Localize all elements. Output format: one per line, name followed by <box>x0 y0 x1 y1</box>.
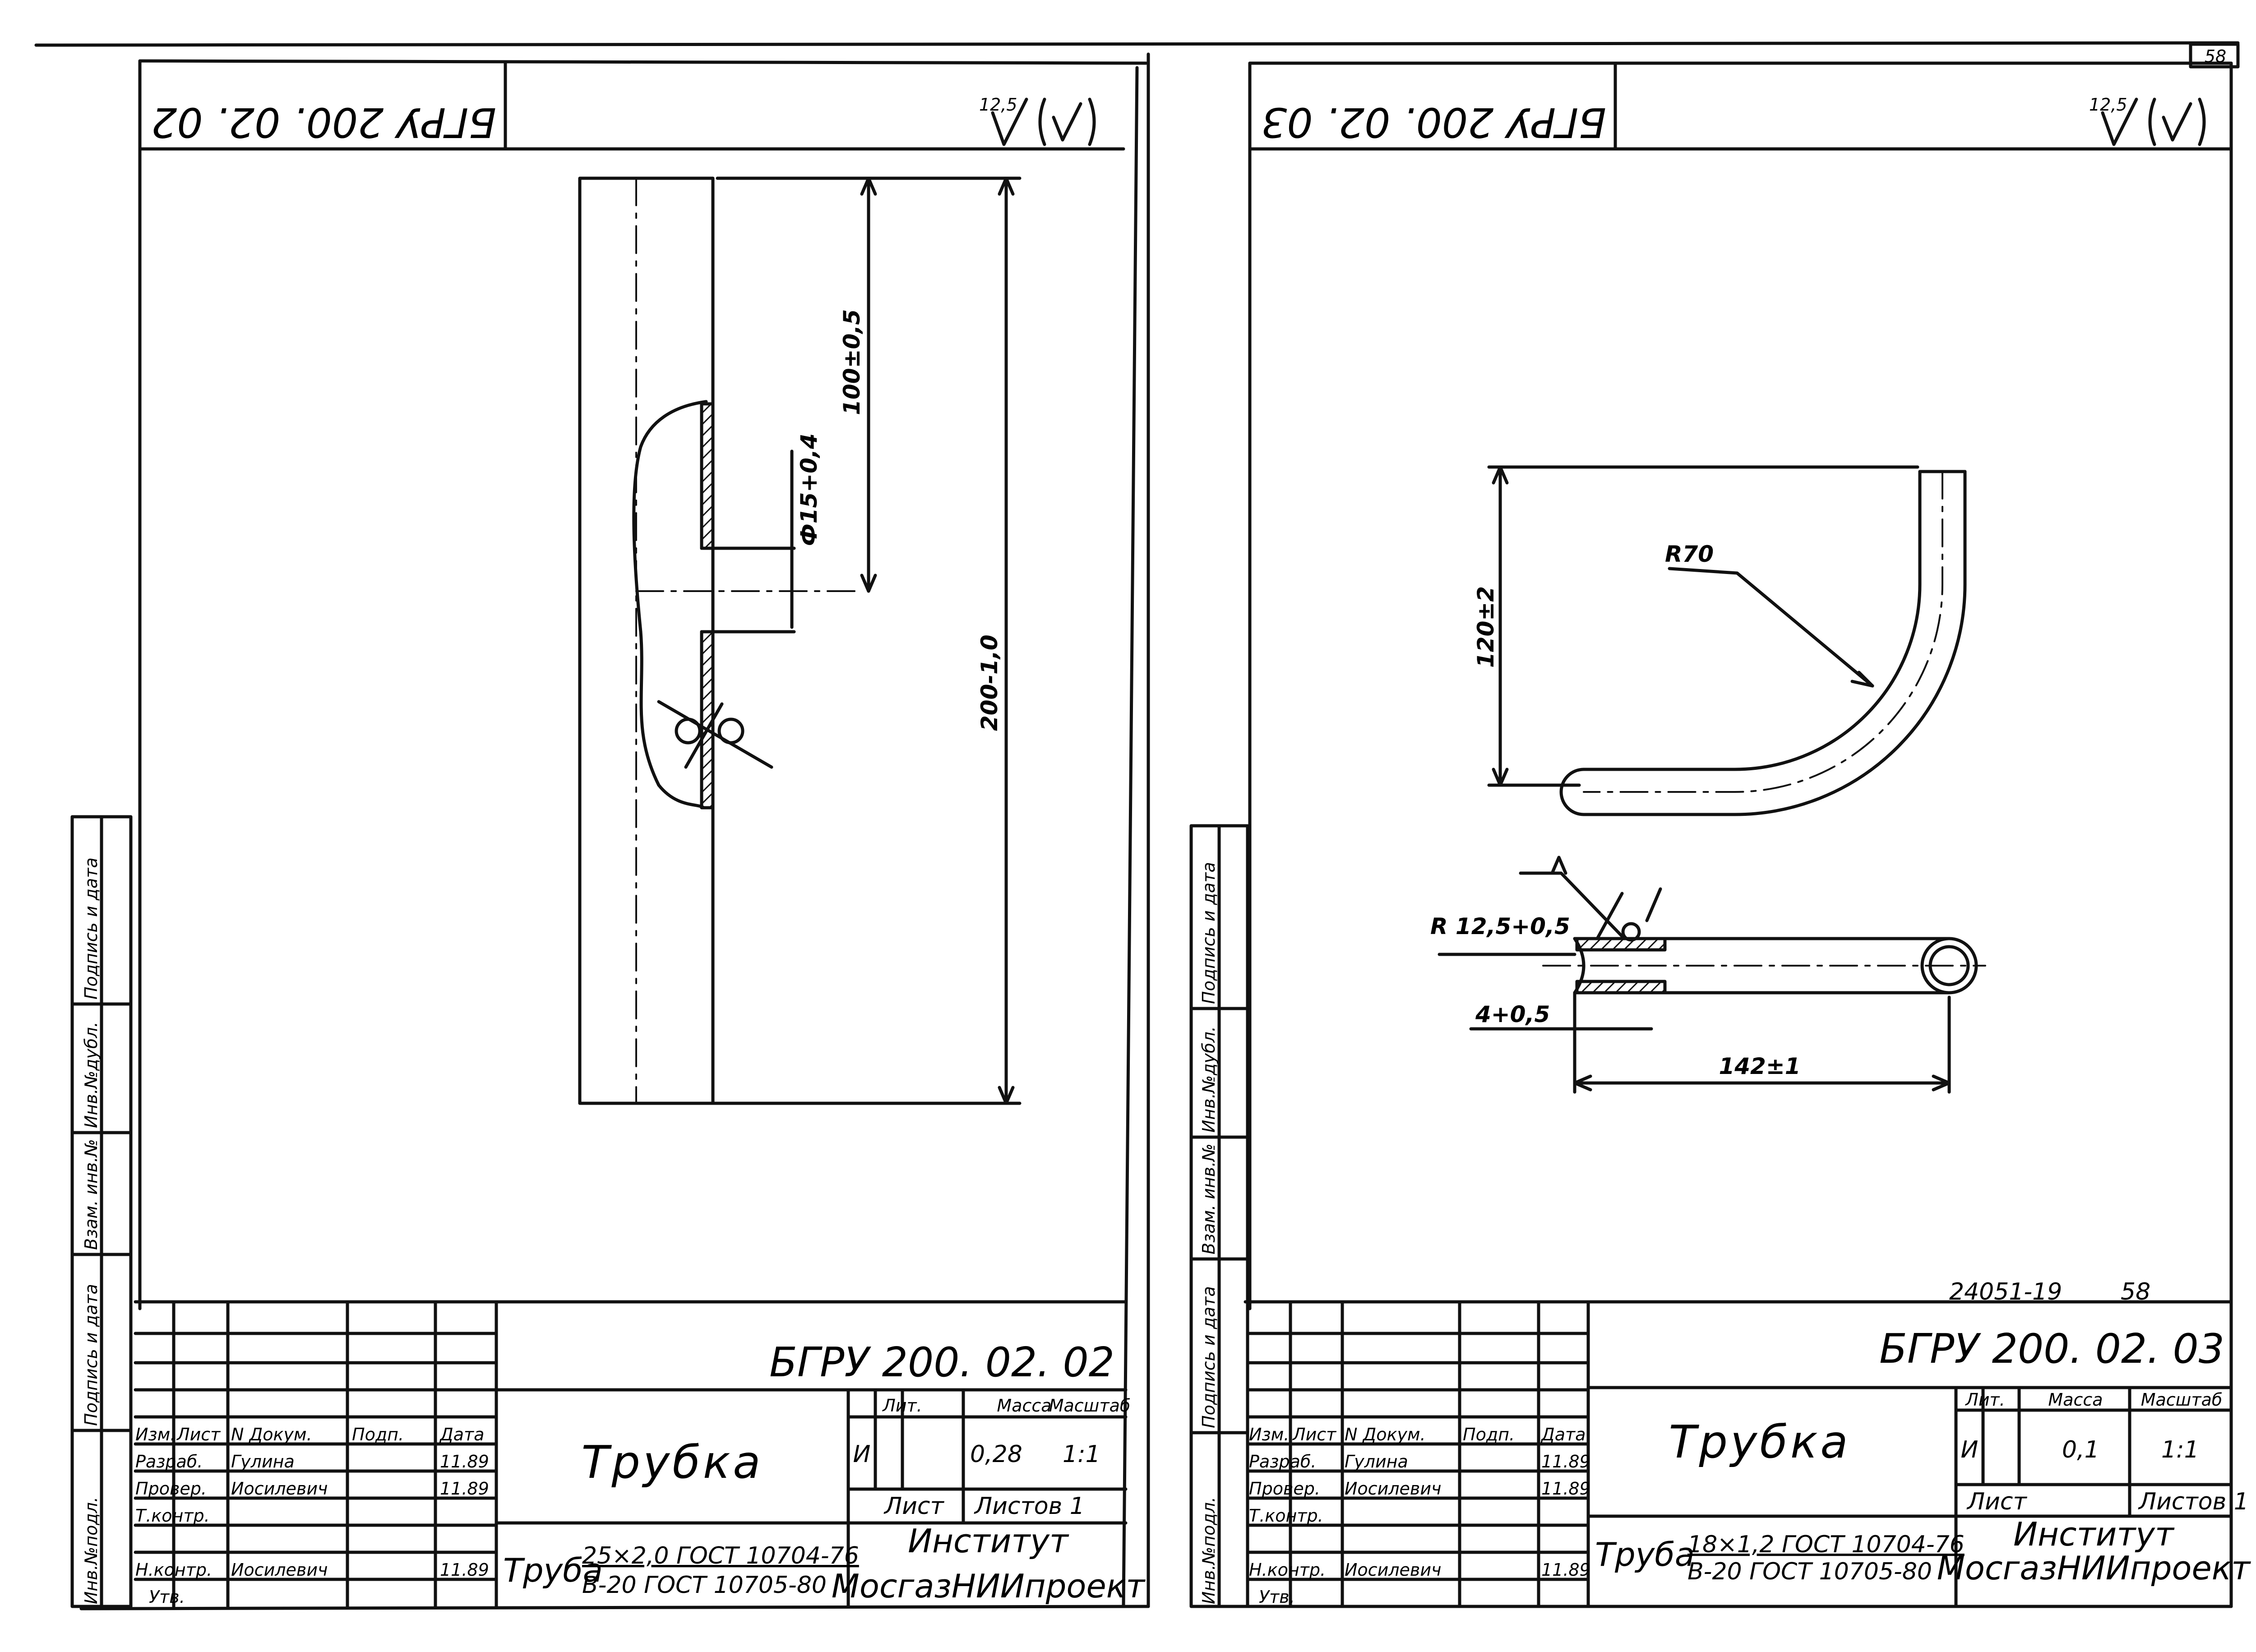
left-h-doc: N Докум. <box>231 1425 312 1444</box>
left-dim-200: 200-1,0 <box>976 634 1003 731</box>
right-part-drawing <box>1487 465 1967 816</box>
right-hdr-mass: Масса <box>2048 1390 2103 1410</box>
right-h-doc: N Докум. <box>1345 1425 1426 1444</box>
left-stamp-5: Подпись и дата <box>81 857 101 1000</box>
left-date-4: 11.89 <box>440 1560 489 1580</box>
left-org-1: Институт <box>908 1522 1069 1560</box>
right-name-1: Гулина <box>1345 1452 1408 1472</box>
right-roughness-value: 12,5 <box>2089 95 2127 115</box>
page-top-edge <box>34 41 2240 47</box>
left-role-2: Провер. <box>135 1479 207 1499</box>
left-h-date: Дата <box>439 1425 484 1444</box>
left-roughness-mark <box>991 97 1096 146</box>
left-dim-hole: Ф15+0,4 <box>796 433 822 546</box>
right-org-2: МосгазНИИпроект <box>1937 1549 2251 1587</box>
right-name-4: Иосилевич <box>1345 1560 1441 1580</box>
right-title: Трубка <box>1669 1416 1850 1468</box>
page-number-box <box>2189 42 2240 69</box>
right-org-1: Институт <box>2013 1515 2175 1553</box>
left-h-sign: Подп. <box>352 1425 404 1444</box>
right-hdr-lit: Лит. <box>1965 1390 2005 1410</box>
right-h-date: Дата <box>1540 1425 1586 1444</box>
left-name-4: Иосилевич <box>231 1560 328 1580</box>
left-hdr-lit: Лит. <box>882 1396 922 1416</box>
left-material-2: В-20 ГОСТ 10705-80 <box>582 1572 827 1599</box>
left-code: БГРУ 200. 02. 02 <box>769 1339 1114 1386</box>
right-date-1: 11.89 <box>1541 1452 1590 1472</box>
right-stamp-3: Взам. инв.№ <box>1199 1143 1219 1254</box>
right-dim-142: 142±1 <box>1719 1053 1800 1079</box>
right-stamp-4: Инв.№дубл. <box>1199 1026 1219 1133</box>
left-material-label: Труба <box>503 1551 603 1589</box>
left-sheets-label: Листов 1 <box>974 1493 1085 1520</box>
right-val-mass: 0,1 <box>2062 1436 2099 1463</box>
right-dim-r125: R 12,5+0,5 <box>1430 913 1570 939</box>
right-val-lit: И <box>1961 1436 1979 1463</box>
right-val-scale: 1:1 <box>2161 1436 2199 1463</box>
right-date-2: 11.89 <box>1541 1479 1590 1499</box>
left-val-scale: 1:1 <box>1063 1441 1100 1468</box>
right-code: БГРУ 200. 02. 03 <box>1879 1325 2224 1373</box>
left-material-1: 25×2,0 ГОСТ 10704-76 <box>582 1542 859 1569</box>
left-h-list: Лист <box>176 1425 221 1444</box>
left-role-1: Разраб. <box>135 1452 203 1472</box>
left-dim-100: 100±0,5 <box>839 309 865 415</box>
left-hdr-mass: Масса <box>997 1396 1051 1416</box>
right-h-izm: Изм. <box>1249 1425 1289 1444</box>
right-stamp-5: Подпись и дата <box>1199 862 1219 1004</box>
left-title: Трубка <box>581 1436 763 1489</box>
left-stamp-2: Подпись и дата <box>81 1284 101 1426</box>
left-code-mirrored: БГРУ 200. 02. 02 <box>151 98 496 146</box>
left-role-3: Т.контр. <box>135 1506 210 1526</box>
left-stamp-4: Инв.№дубл. <box>81 1022 101 1128</box>
right-roughness-mark <box>2101 97 2206 146</box>
page-number: 58 <box>2205 46 2226 66</box>
left-title-block <box>134 1300 1128 1608</box>
right-role-3: Т.контр. <box>1249 1506 1323 1526</box>
left-h-izm: Изм. <box>135 1425 176 1444</box>
left-val-mass: 0,28 <box>970 1441 1022 1468</box>
right-stamp-1: Инв.№подл. <box>1199 1497 1219 1604</box>
left-hdr-scale: Масштаб <box>1049 1396 1131 1416</box>
right-dim-r70: R70 <box>1665 541 1714 567</box>
left-name-1: Гулина <box>231 1452 295 1472</box>
right-hdr-scale: Масштаб <box>2141 1390 2223 1410</box>
left-sheet-label: Лист <box>883 1493 944 1520</box>
right-archive-page: 58 <box>2121 1278 2150 1305</box>
right-role-4: Н.контр. <box>1249 1560 1326 1580</box>
right-material-label: Труба <box>1595 1536 1695 1573</box>
right-archive-no: 24051-19 <box>1949 1278 2062 1305</box>
left-date-1: 11.89 <box>440 1452 489 1472</box>
right-sheet-label: Лист <box>1966 1488 2027 1515</box>
left-part-drawing <box>578 176 1022 1105</box>
right-material-1: 18×1,2 ГОСТ 10704-76 <box>1687 1531 1965 1558</box>
right-h-list: Лист <box>1292 1425 1337 1444</box>
left-stamp-3: Взам. инв.№ <box>81 1139 101 1250</box>
right-date-4: 11.89 <box>1541 1560 1590 1580</box>
left-sheet <box>70 59 1150 1610</box>
left-org-2: МосгазНИИпроект <box>832 1567 1146 1605</box>
right-dim-120: 120±2 <box>1473 586 1499 668</box>
right-title-block <box>1246 1300 2233 1608</box>
left-role-4: Н.контр. <box>135 1560 212 1580</box>
left-stamp-1: Инв.№подл. <box>81 1497 101 1604</box>
right-h-sign: Подп. <box>1463 1425 1515 1444</box>
right-code-mirrored: БГРУ 200. 02. 03 <box>1261 98 1606 146</box>
left-val-lit: И <box>853 1441 871 1468</box>
right-stamp-2: Подпись и дата <box>1199 1286 1219 1428</box>
right-name-2: Иосилевич <box>1345 1479 1441 1499</box>
left-name-2: Иосилевич <box>231 1479 328 1499</box>
right-section-view <box>1438 856 1986 1094</box>
right-material-2: В-20 ГОСТ 10705-80 <box>1687 1558 1932 1585</box>
right-sheet <box>1189 61 2233 1608</box>
right-role-1: Разраб. <box>1249 1452 1316 1472</box>
left-roughness-value: 12,5 <box>979 95 1017 115</box>
right-dim-4: 4+0,5 <box>1475 1001 1550 1027</box>
left-role-5: Утв. <box>149 1587 185 1607</box>
right-role-5: Утв. <box>1259 1587 1295 1607</box>
right-sheets-label: Листов 1 <box>2138 1488 2249 1515</box>
right-role-2: Провер. <box>1249 1479 1320 1499</box>
left-date-2: 11.89 <box>440 1479 489 1499</box>
